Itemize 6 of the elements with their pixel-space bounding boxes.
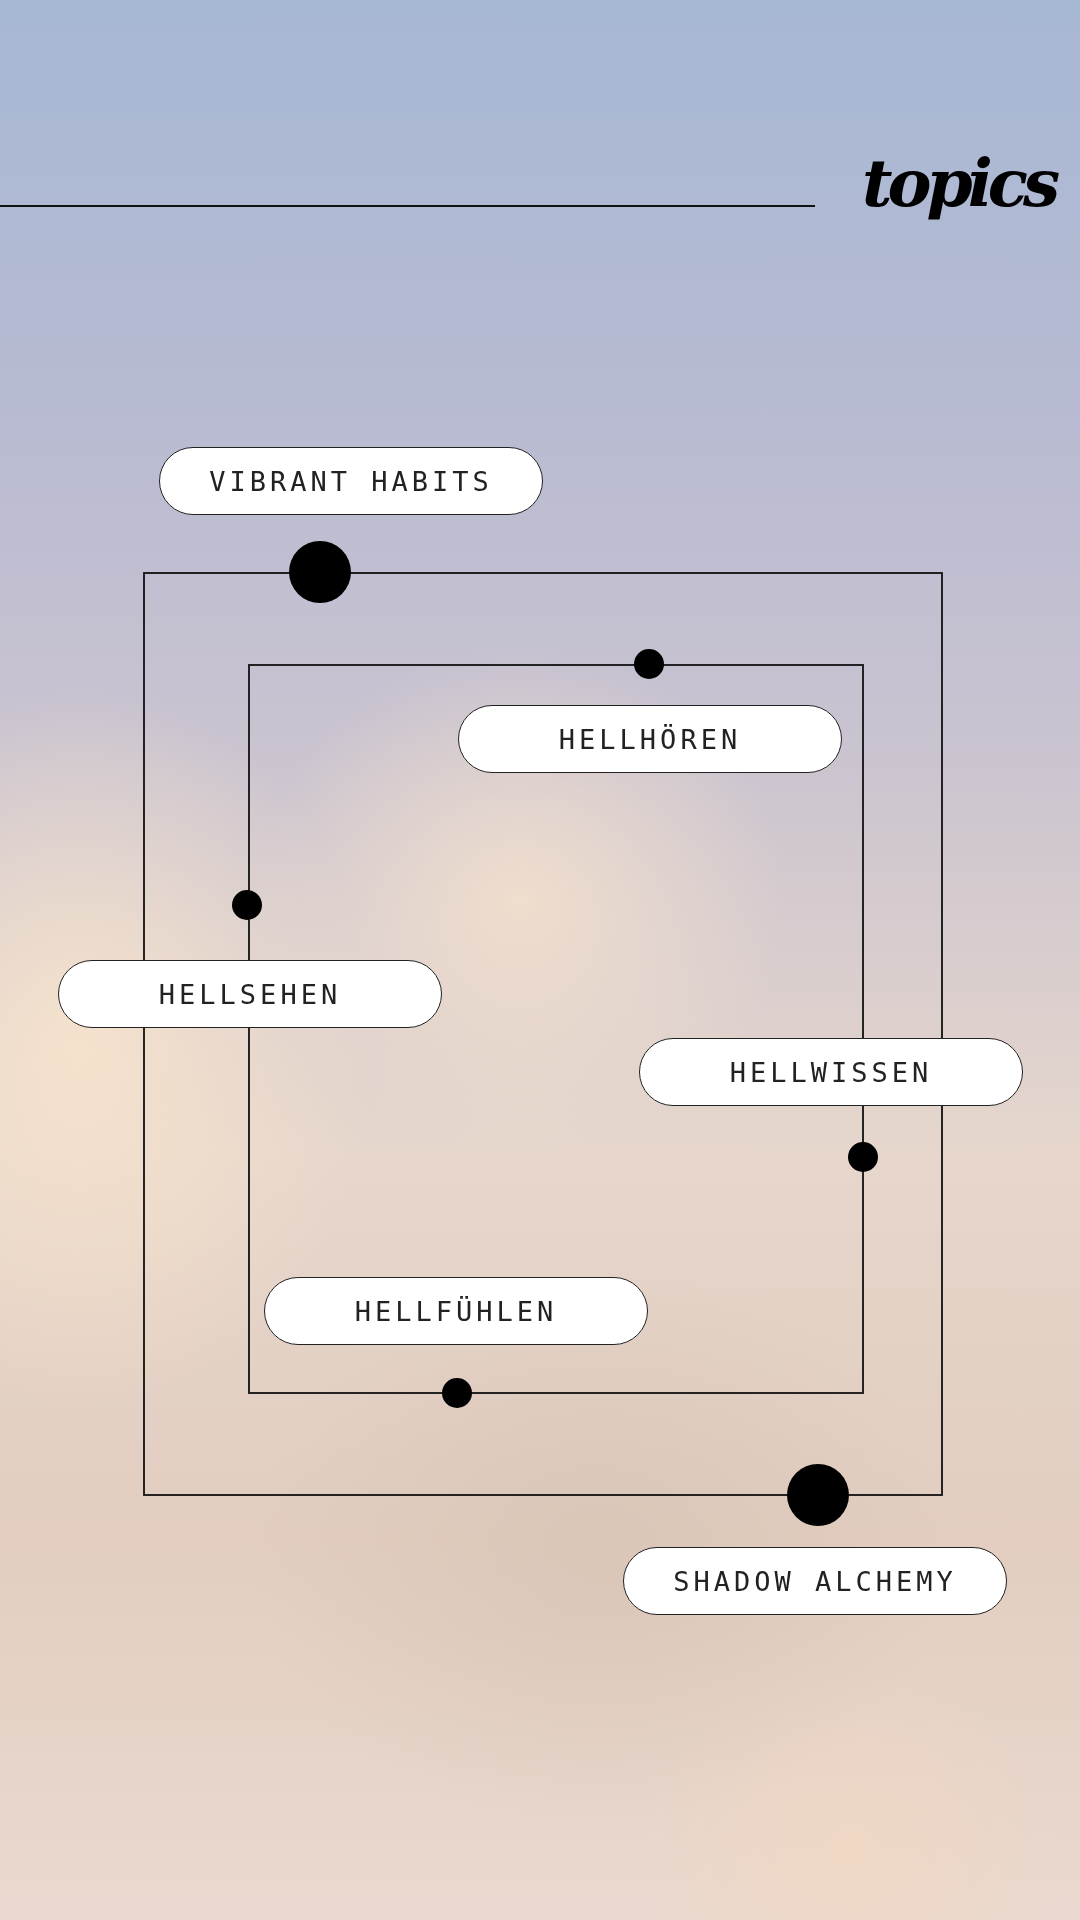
topic-pill: SHADOW ALCHEMY <box>623 1547 1007 1615</box>
topic-pill: HELLWISSEN <box>639 1038 1023 1106</box>
topic-pill: HELLHÖREN <box>458 705 842 773</box>
topic-pill: HELLFÜHLEN <box>264 1277 648 1345</box>
topic-pill: HELLSEHEN <box>58 960 442 1028</box>
topic-pill: VIBRANT HABITS <box>159 447 543 515</box>
